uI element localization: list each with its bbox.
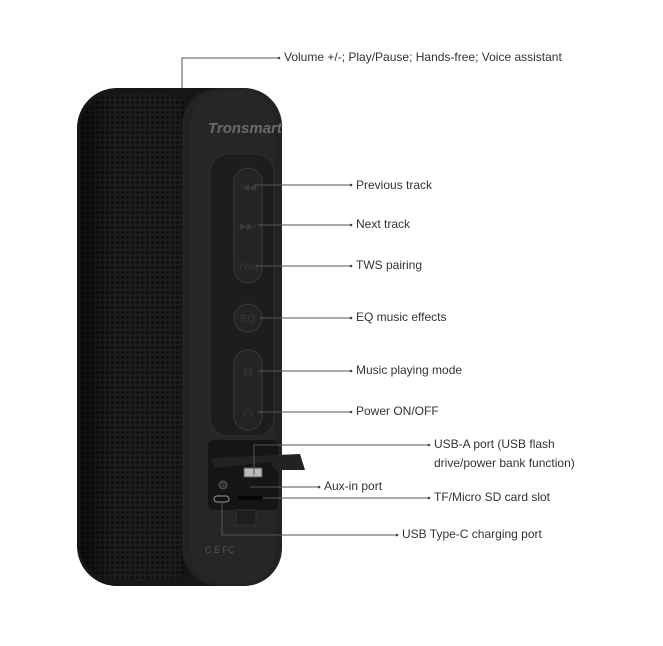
prev-button-icon[interactable]: I◀◀ (240, 182, 256, 192)
mode-button-label[interactable]: M (243, 367, 252, 379)
aux-port (218, 480, 228, 490)
callout-next-track: Next track (356, 217, 411, 231)
callout-aux-in: Aux-in port (324, 479, 383, 493)
callout-usb-a-line2: drive/power bank function) (434, 456, 575, 470)
sd-slot (238, 496, 262, 500)
next-button-icon[interactable]: ▶▶I (240, 221, 256, 231)
callout-tws-pairing: TWS pairing (356, 258, 423, 272)
callout-top-controls: Volume +/-; Play/Pause; Hands-free; Voic… (284, 50, 562, 64)
callout-previous-track: Previous track (356, 178, 433, 192)
callout-music-mode: Music playing mode (356, 363, 463, 377)
port-area: C E FC (205, 440, 305, 555)
usb-a-port (243, 467, 263, 478)
brand-logo: Tronsmart (208, 120, 283, 137)
leader-dots (277, 56, 431, 537)
port-cover-flap (210, 454, 305, 470)
leader-lines (181, 57, 428, 536)
usb-c-port (213, 495, 230, 503)
callout-tf-slot: TF/Micro SD card slot (434, 490, 551, 504)
mode-power-button-group[interactable] (233, 349, 263, 431)
callout-power: Power ON/OFF (356, 404, 439, 418)
eq-button-label[interactable]: EQ (241, 314, 256, 325)
tws-button-label[interactable]: TWS (238, 262, 258, 272)
svg-text:C E FC: C E FC (205, 545, 235, 555)
callout-usb-c: USB Type-C charging port (402, 527, 542, 541)
callout-eq: EQ music effects (356, 310, 447, 324)
power-icon[interactable]: ⏻ (243, 406, 253, 420)
callout-usb-a-line1: USB-A port (USB flash (434, 437, 555, 451)
